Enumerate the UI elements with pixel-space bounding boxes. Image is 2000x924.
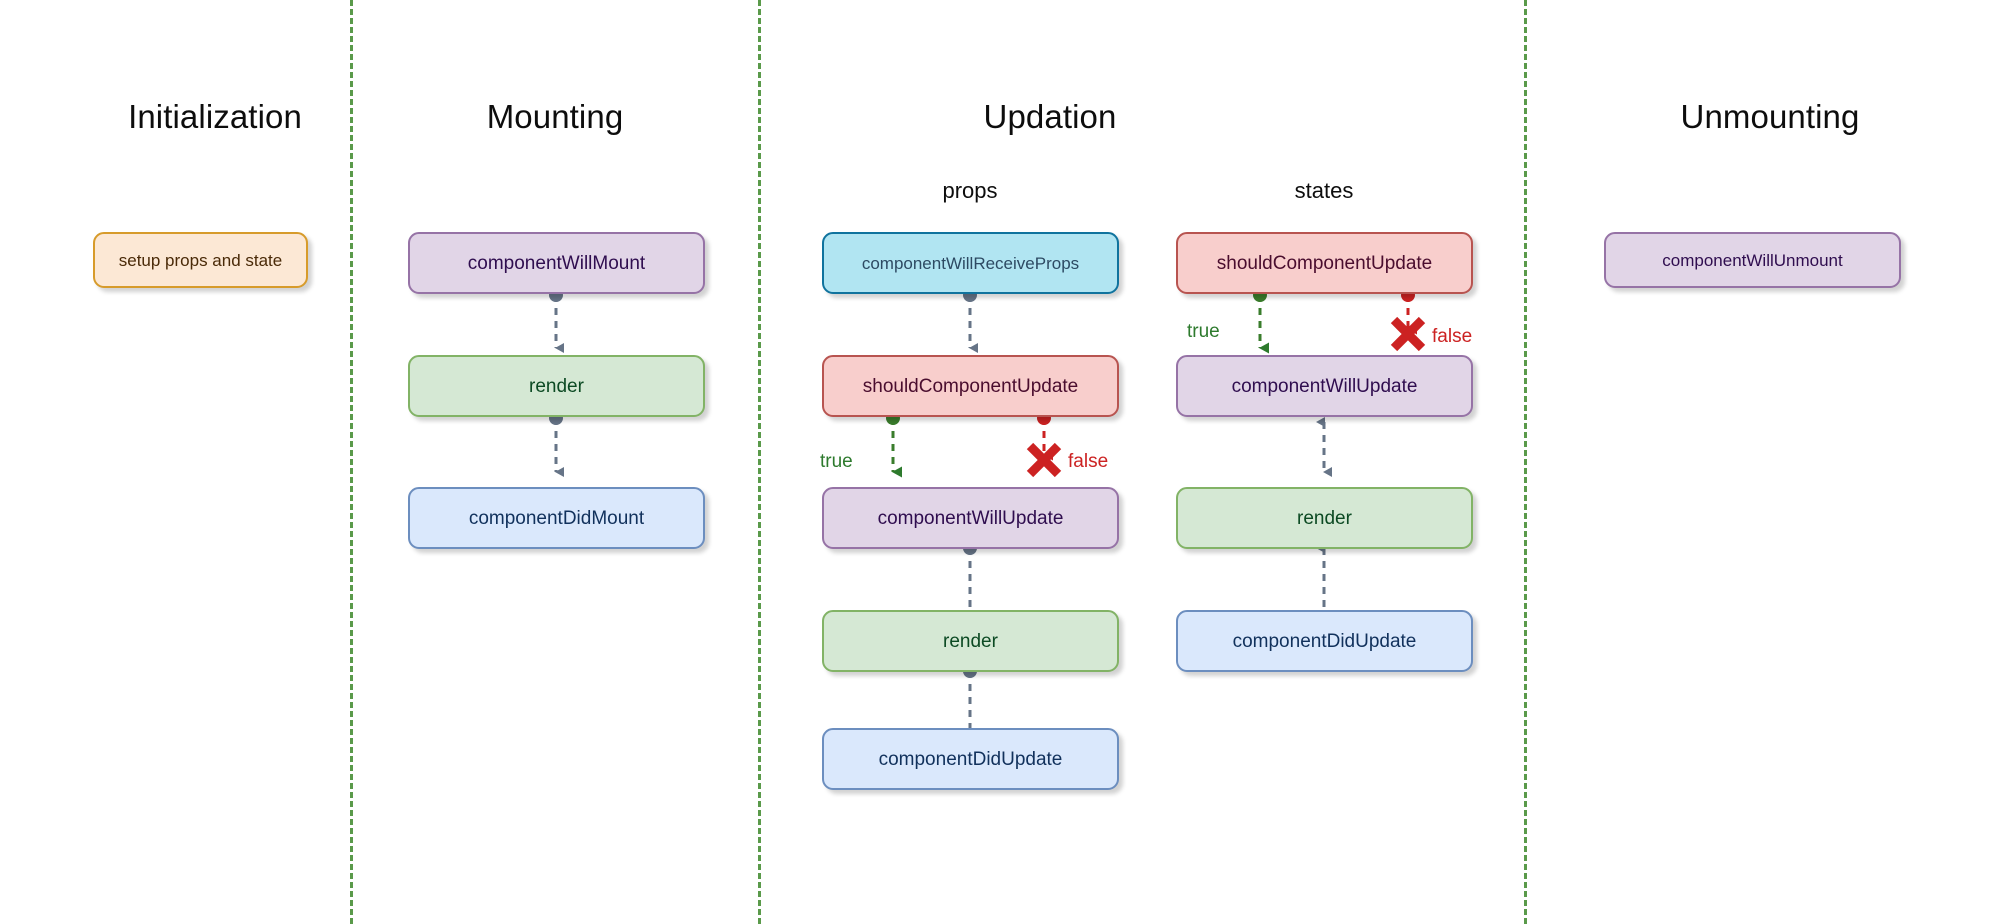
edge-states-shouldupdate-false	[1390, 288, 1426, 352]
edge-mounting-willmount-render	[549, 288, 564, 353]
node-component-will-receive-props[interactable]: componentWillReceiveProps	[822, 232, 1119, 294]
node-states-component-did-update[interactable]: componentDidUpdate	[1176, 610, 1473, 672]
node-component-will-unmount[interactable]: componentWillUnmount	[1604, 232, 1901, 288]
section-title-initialization: Initialization	[128, 98, 302, 135]
branch-label-states-false: false	[1432, 326, 1473, 347]
branch-label-props-true: true	[820, 451, 853, 472]
node-props-component-did-update[interactable]: componentDidUpdate	[822, 728, 1119, 790]
section-divider-2	[758, 0, 761, 924]
branch-label-states-true: true	[1187, 321, 1220, 342]
false-x-mark-props	[1026, 442, 1062, 478]
edge-props-render-didupdate	[963, 664, 978, 743]
section-title-unmounting: Unmounting	[1680, 98, 1860, 135]
branch-label-props-false: false	[1068, 451, 1109, 472]
subsection-title-props: props	[942, 178, 998, 203]
node-component-will-mount[interactable]: componentWillMount	[408, 232, 705, 294]
false-x-mark-states	[1390, 316, 1426, 352]
section-divider-3	[1524, 0, 1527, 924]
node-mounting-render[interactable]: render	[408, 355, 705, 417]
node-states-should-component-update[interactable]: shouldComponentUpdate	[1176, 232, 1473, 294]
subsection-title-states: states	[1294, 178, 1354, 203]
edge-props-willupdate-render	[963, 541, 978, 625]
node-setup-props-and-state[interactable]: setup props and state	[93, 232, 308, 288]
node-props-component-will-update[interactable]: componentWillUpdate	[822, 487, 1119, 549]
section-title-updation: Updation	[983, 98, 1117, 135]
edge-props-shouldupdate-true	[886, 411, 902, 478]
node-states-component-will-update[interactable]: componentWillUpdate	[1176, 355, 1473, 417]
section-title-mounting: Mounting	[486, 98, 624, 135]
edge-props-shouldupdate-false	[1026, 411, 1062, 478]
section-divider-1	[350, 0, 353, 924]
node-props-should-component-update[interactable]: shouldComponentUpdate	[822, 355, 1119, 417]
node-props-render[interactable]: render	[822, 610, 1119, 672]
edge-mounting-render-didmount	[549, 411, 564, 477]
edge-props-willreceiveprops-shouldupdate	[963, 288, 978, 353]
node-states-render[interactable]: render	[1176, 487, 1473, 549]
node-component-did-mount[interactable]: componentDidMount	[408, 487, 705, 549]
edge-states-shouldupdate-true	[1253, 288, 1269, 354]
